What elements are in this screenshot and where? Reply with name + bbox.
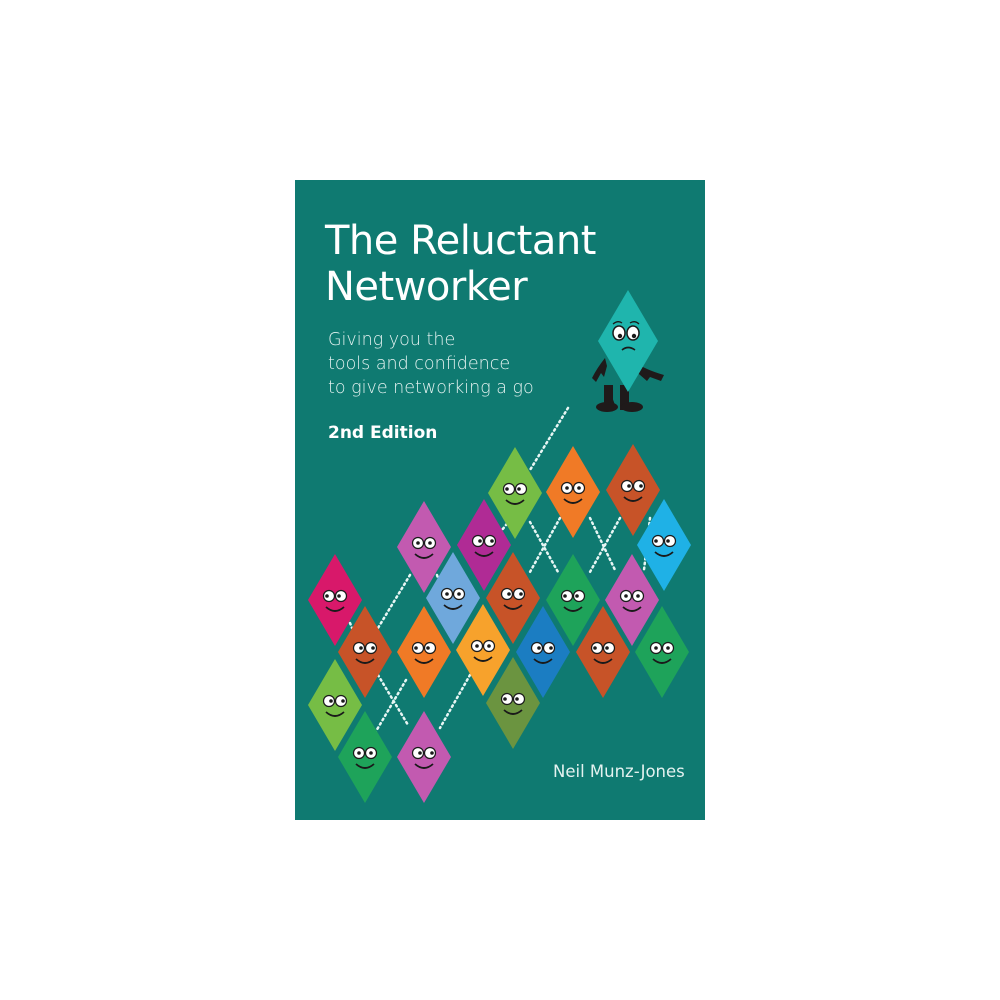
reluctant-character-icon [592, 290, 664, 412]
smiling-diamond-icon [338, 606, 392, 698]
book-title: The Reluctant Networker [325, 218, 596, 310]
book-subtitle: Giving you the tools and confidence to g… [328, 328, 534, 400]
smiling-diamond-icon [635, 606, 689, 698]
smiling-diamond-icon [338, 711, 392, 803]
smiling-diamond-icon [426, 552, 480, 644]
smiling-diamond-icon [637, 499, 691, 591]
smiling-diamond-icon [546, 554, 600, 646]
smiling-diamond-icon [488, 447, 542, 539]
smiling-diamond-icon [605, 554, 659, 646]
smiling-diamond-icon [546, 446, 600, 538]
smiling-diamond-icon [397, 606, 451, 698]
subtitle-line-3: to give networking a go [328, 378, 534, 398]
subtitle-line-2: tools and confidence [328, 354, 511, 374]
smiling-diamond-icon [457, 499, 511, 591]
smiling-diamond-icon [397, 501, 451, 593]
title-line-2: Networker [325, 264, 528, 310]
smiling-diamond-icon [456, 604, 510, 696]
smiling-diamond-icon [576, 606, 630, 698]
smiling-diamond-icon [308, 554, 362, 646]
book-cover: The Reluctant Networker Giving you the t… [295, 180, 705, 820]
subtitle-line-1: Giving you the [328, 330, 456, 350]
title-line-1: The Reluctant [325, 218, 596, 264]
smiling-diamond-icon [308, 659, 362, 751]
diamond-characters-illustration [308, 290, 691, 803]
edition-label: 2nd Edition [328, 423, 438, 443]
author-name: Neil Munz-Jones [553, 762, 685, 781]
diamond-group [308, 444, 691, 803]
smiling-diamond-icon [397, 711, 451, 803]
smiling-diamond-icon [486, 552, 540, 644]
smiling-diamond-icon [606, 444, 660, 536]
smiling-diamond-icon [516, 606, 570, 698]
smiling-diamond-icon [486, 657, 540, 749]
